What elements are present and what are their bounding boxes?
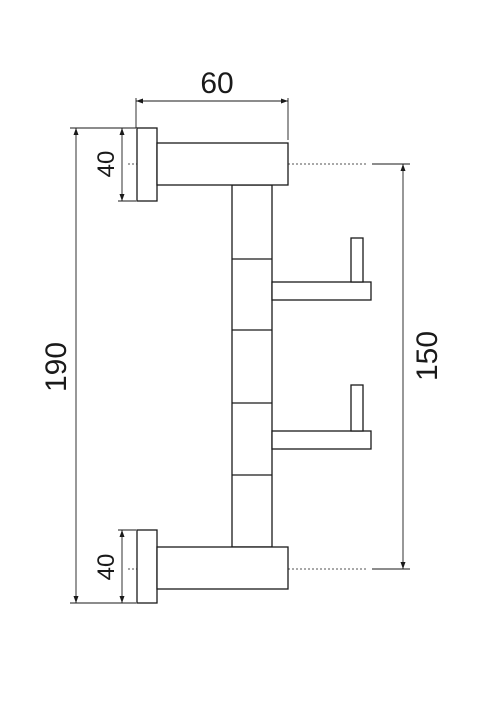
total-height-dimension: 190 [40,127,136,604]
top-flange-label: 40 [93,151,120,178]
bottom-flange-label: 40 [93,554,120,581]
top-wall-mount [136,127,289,202]
hook-spacing-label: 150 [411,331,444,381]
upper-hook [271,237,372,301]
lower-hook [271,384,372,450]
width-label: 60 [200,67,233,100]
hook-spacing-dimension: 150 [372,163,444,570]
bottom-flange-dimension: 40 [93,529,136,604]
vertical-bar [231,184,273,548]
width-dimension: 60 [135,67,289,140]
bottom-wall-mount [136,529,289,604]
top-flange-dimension: 40 [93,127,136,202]
total-height-label: 190 [40,342,73,392]
